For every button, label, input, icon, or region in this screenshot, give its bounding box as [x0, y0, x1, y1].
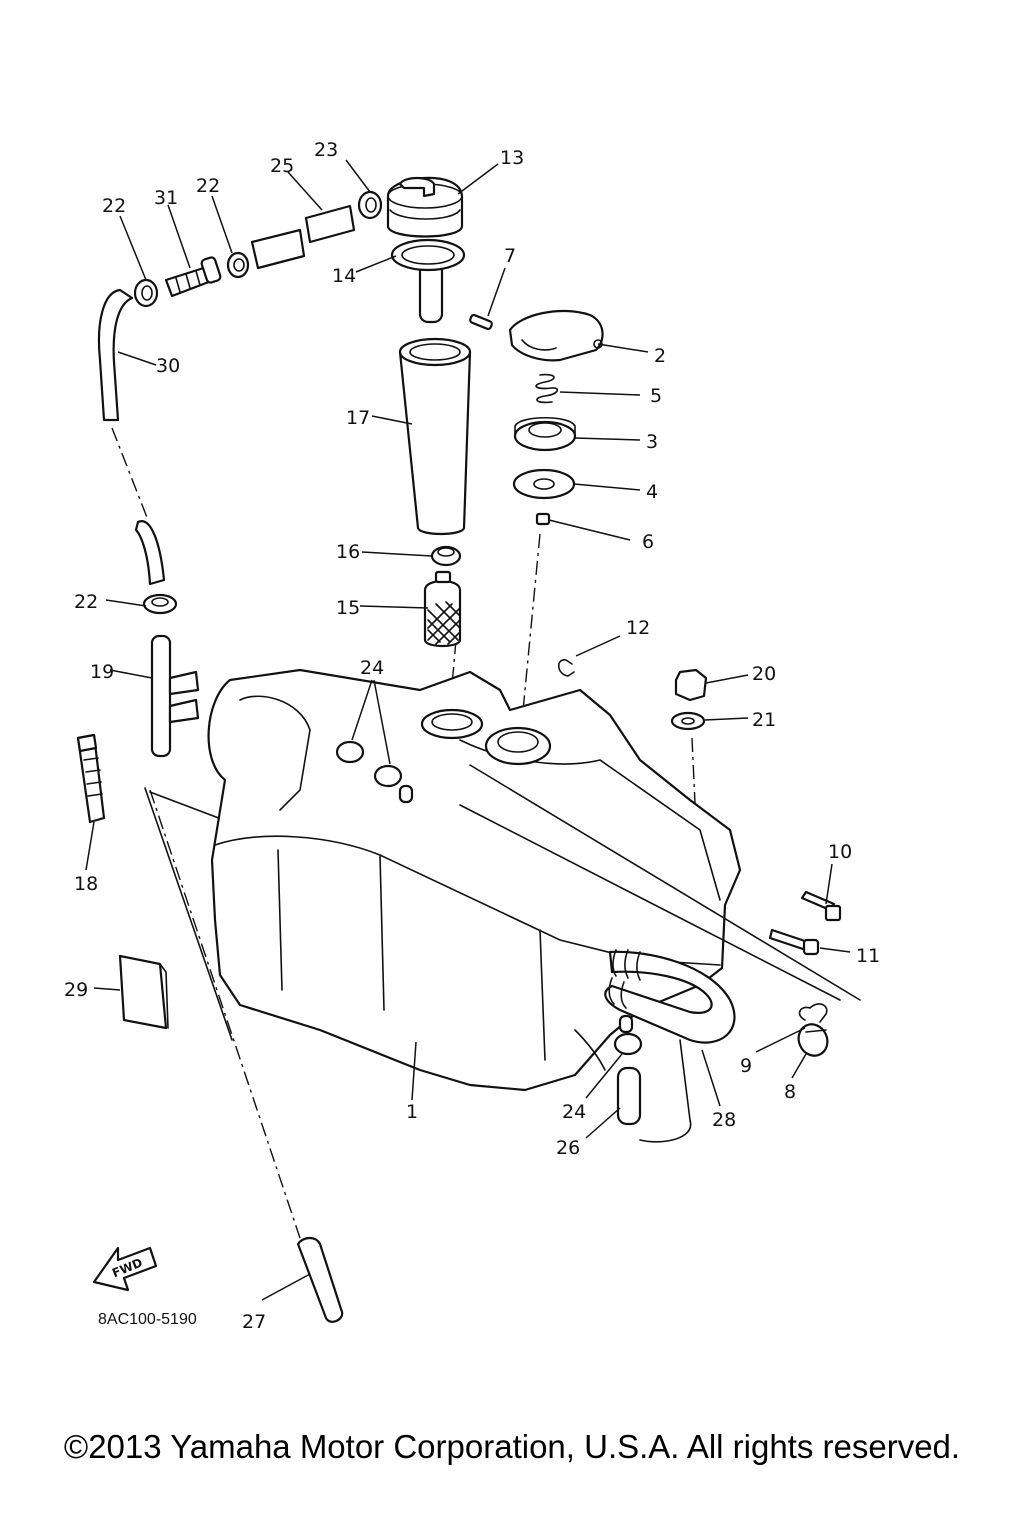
cap-cover [508, 309, 604, 362]
callout-17: 17 [346, 407, 370, 429]
hose-clamp-24b [613, 1014, 643, 1056]
callout-23: 23 [314, 139, 338, 161]
callout-15: 15 [336, 597, 360, 619]
forward-arrow-icon: FWD [92, 1246, 158, 1292]
cable-tie [76, 733, 106, 824]
washer-21 [670, 711, 706, 731]
callout-7: 7 [504, 245, 516, 267]
clip [798, 1003, 828, 1023]
fuel-filter [423, 570, 462, 648]
callout-24: 24 [360, 657, 384, 679]
vent-hose-25 [250, 204, 356, 270]
callout-22b: 22 [196, 175, 220, 197]
vent-hose-30 [97, 288, 166, 586]
callout-21: 21 [752, 709, 776, 731]
bolt-11 [768, 928, 820, 956]
callout-31: 31 [154, 187, 178, 209]
e-clip [557, 659, 575, 677]
callout-27: 27 [242, 1311, 266, 1333]
callout-24b: 24 [562, 1101, 586, 1123]
hose-clamp-22b [226, 251, 250, 279]
callout-2: 2 [654, 345, 666, 367]
hose-clamp-16 [430, 545, 462, 567]
callout-3: 3 [646, 431, 658, 453]
callout-5: 5 [650, 385, 662, 407]
callout-8: 8 [784, 1081, 796, 1103]
nut [674, 668, 708, 702]
callout-29: 29 [64, 979, 88, 1001]
callout-26: 26 [556, 1137, 580, 1159]
hose-clamp-24a [335, 740, 414, 804]
callout-25: 25 [270, 155, 294, 177]
hose-clamp-23 [357, 190, 383, 220]
callout-30: 30 [156, 355, 180, 377]
callout-22: 22 [102, 195, 126, 217]
part-code: 8AC100-5190 [98, 1311, 197, 1328]
callout-13: 13 [500, 147, 524, 169]
hose-clamp-22c [142, 593, 178, 615]
callout-20: 20 [752, 663, 776, 685]
callout-labels: 1 2 3 4 5 6 7 8 9 10 11 12 13 14 15 16 1… [64, 139, 880, 1333]
joint [150, 634, 200, 758]
callout-22c: 22 [74, 591, 98, 613]
grommet [797, 1023, 829, 1057]
callout-14: 14 [332, 265, 356, 287]
leader-lines [85, 159, 851, 1301]
callout-1: 1 [406, 1101, 418, 1123]
pad [118, 954, 169, 1030]
fuel-tank [207, 668, 861, 1092]
callout-4: 4 [646, 481, 658, 503]
copyright-notice: ©2013 Yamaha Motor Corporation, U.S.A. A… [63, 1428, 961, 1465]
fuel-hose-28 [604, 949, 736, 1143]
filler-cap [386, 176, 464, 324]
callout-19: 19 [90, 661, 114, 683]
dowel-pin [469, 313, 493, 331]
cap-seal [513, 417, 577, 452]
callout-28: 28 [712, 1109, 736, 1131]
callout-11: 11 [856, 945, 880, 967]
callout-10: 10 [828, 841, 852, 863]
filler-tube [398, 337, 472, 536]
callout-12: 12 [626, 617, 650, 639]
pin [535, 512, 551, 526]
bolt-10 [800, 890, 842, 922]
washer [512, 468, 576, 500]
hose-clamp-22a [133, 278, 159, 308]
o-ring [390, 238, 466, 272]
spring [535, 373, 559, 404]
fitting [164, 256, 222, 298]
callout-16: 16 [336, 541, 360, 563]
hose-27 [296, 1236, 344, 1323]
callout-6: 6 [642, 531, 654, 553]
callout-9: 9 [740, 1055, 752, 1077]
callout-18: 18 [74, 873, 98, 895]
hose-26 [616, 1066, 642, 1126]
